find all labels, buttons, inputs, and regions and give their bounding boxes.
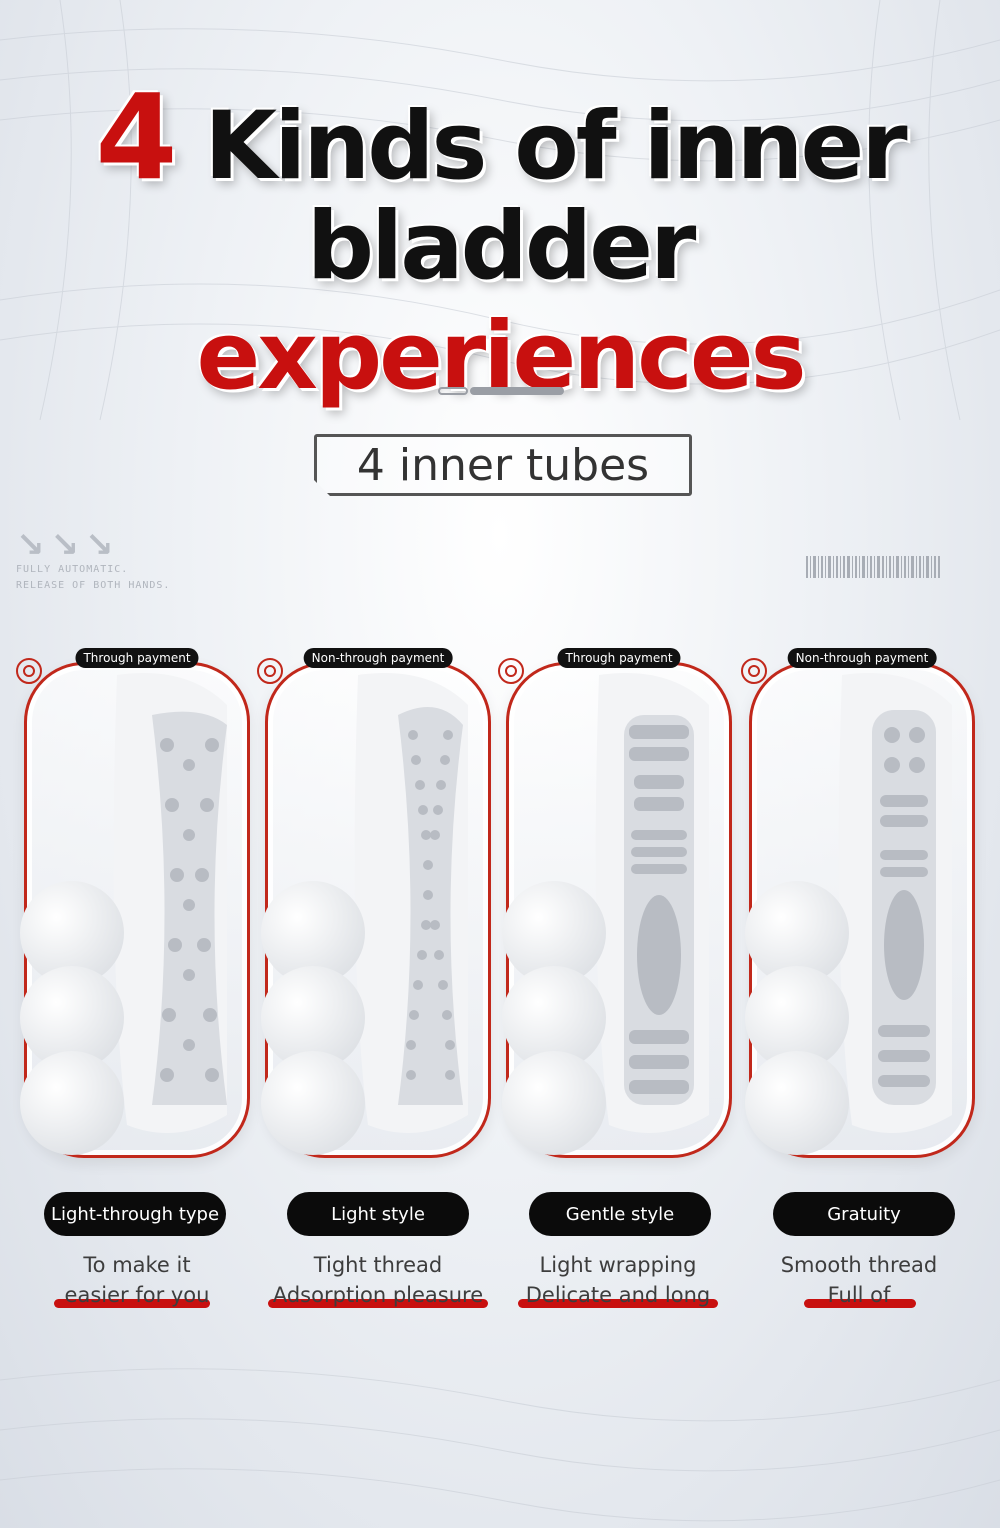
sleeve-balls-image (261, 881, 365, 1155)
desc-line-2: easier for you (64, 1283, 210, 1307)
headline-word-bladder: bladder (306, 192, 697, 301)
sleeve-balls-image (502, 881, 606, 1155)
product-name-1: Light-through type (44, 1192, 226, 1236)
product-desc-1: To make it easier for you (17, 1250, 257, 1310)
barcode-graphic (806, 556, 940, 578)
product-desc-2: Tight thread Adsorption pleasure (258, 1250, 498, 1310)
desc-line-1: To make it (83, 1253, 191, 1277)
subtitle-box: 4 inner tubes (314, 434, 692, 496)
card-frame (265, 662, 491, 1158)
arrows-icon: ↘↘↘ (16, 525, 120, 565)
type-badge: Through payment (557, 648, 681, 668)
headline-line-1: 4 Kinds of inner (0, 78, 1000, 202)
desc-line-2: Adsorption pleasure (272, 1283, 484, 1307)
product-card-4: Non-through payment (741, 648, 975, 1162)
subtitle-text: 4 inner tubes (356, 439, 650, 491)
product-card-1: Through payment (16, 648, 250, 1162)
red-underline (54, 1299, 210, 1308)
desc-line-1: Tight thread (313, 1253, 443, 1277)
desc-line-1: Smooth thread (780, 1253, 938, 1277)
divider-short (438, 387, 468, 395)
desc-line-2: Delicate and long (525, 1283, 711, 1307)
red-underline (804, 1299, 916, 1308)
red-underline (268, 1299, 488, 1308)
side-tag-line-2: RELEASE OF BOTH HANDS. (16, 580, 171, 591)
divider-long (470, 387, 564, 395)
headline-line-2: bladder experiences (0, 192, 1000, 412)
target-icon (498, 658, 524, 684)
type-badge: Non-through payment (303, 648, 453, 668)
sleeve-image (354, 673, 468, 1133)
headline-number: 4 (95, 68, 177, 206)
product-desc-4: Smooth thread Full of (739, 1250, 979, 1310)
sleeve-balls-image (20, 881, 124, 1155)
side-tag-line-1: FULLY AUTOMATIC. (16, 564, 129, 575)
target-icon (741, 658, 767, 684)
sleeve-balls-image (745, 881, 849, 1155)
sleeve-image (838, 673, 952, 1133)
target-icon (257, 658, 283, 684)
sleeve-image (595, 673, 709, 1133)
sleeve-image (113, 673, 227, 1133)
type-badge: Non-through payment (787, 648, 937, 668)
desc-line-1: Light wrapping (539, 1253, 697, 1277)
product-name-3: Gentle style (529, 1192, 711, 1236)
product-card-3: Through payment (498, 648, 732, 1162)
product-card-2: Non-through payment (257, 648, 491, 1162)
red-underline (518, 1299, 718, 1308)
headline-line-1-text: Kinds of inner (204, 92, 907, 201)
target-icon (16, 658, 42, 684)
product-name-2: Light style (287, 1192, 469, 1236)
type-badge: Through payment (75, 648, 199, 668)
product-name-4: Gratuity (773, 1192, 955, 1236)
product-desc-3: Light wrapping Delicate and long (498, 1250, 738, 1310)
side-tag: ↘↘↘ FULLY AUTOMATIC. RELEASE OF BOTH HAN… (16, 525, 171, 592)
desc-line-2: Full of (827, 1283, 891, 1307)
